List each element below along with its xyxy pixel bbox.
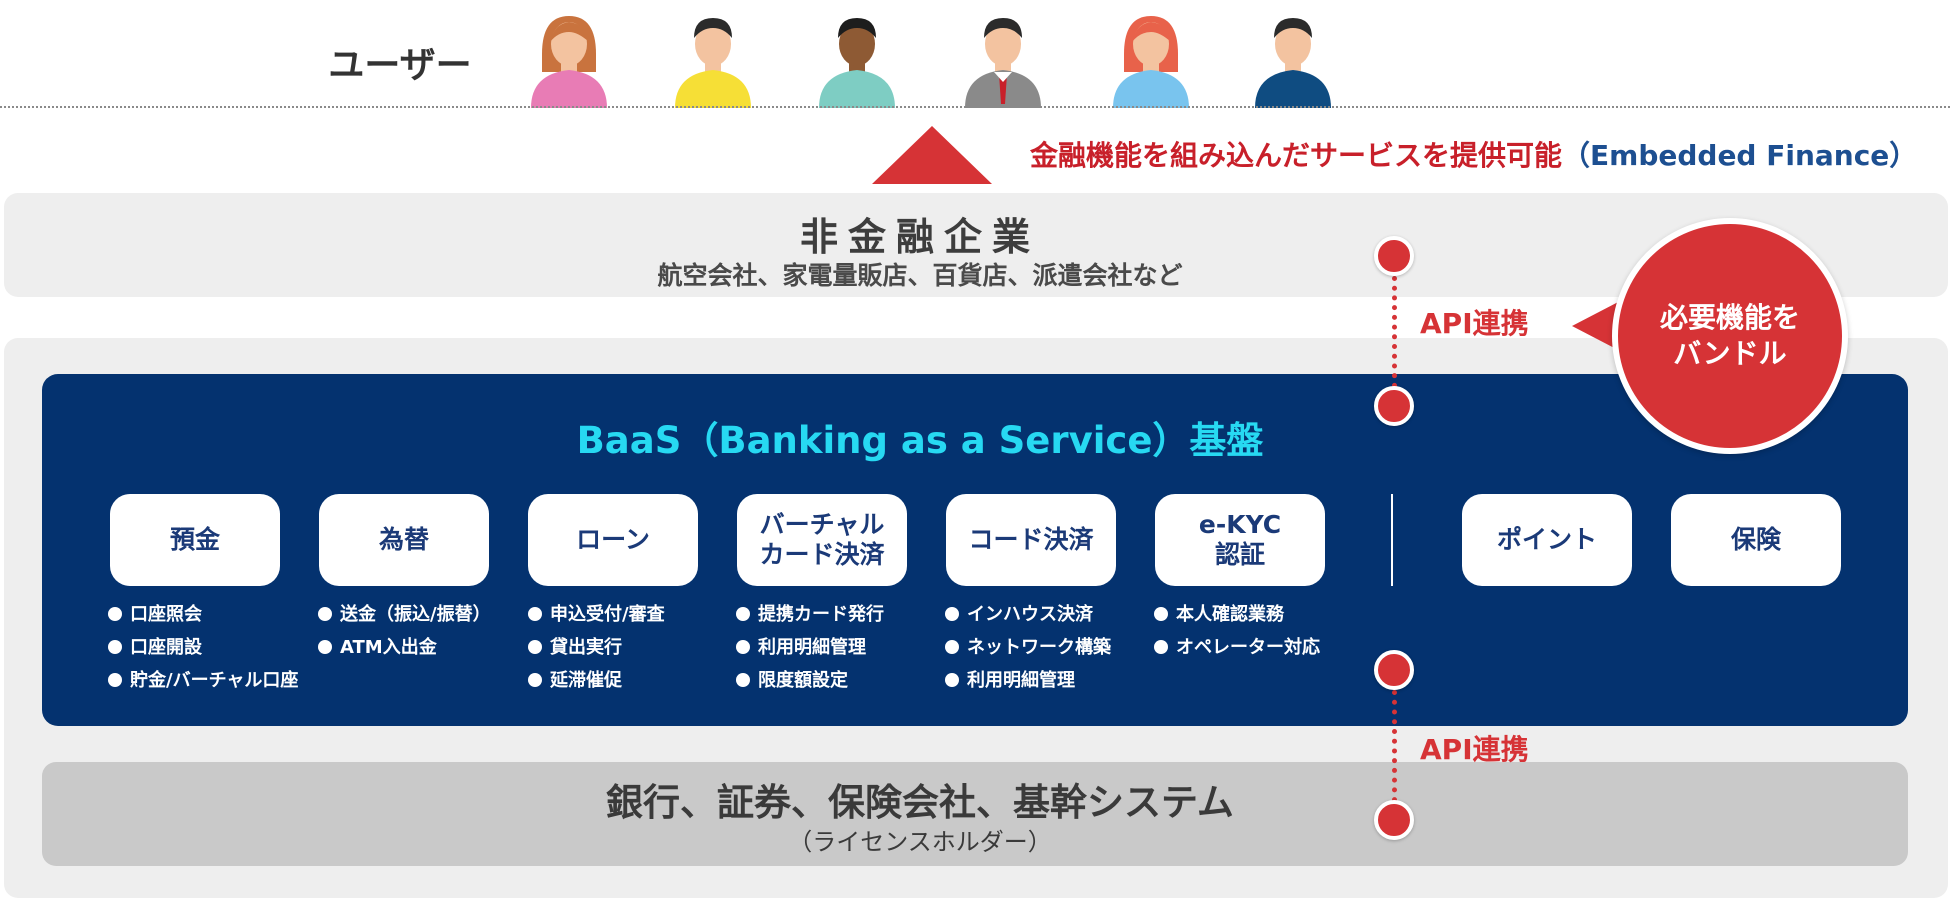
license-holder-box [42, 762, 1908, 866]
api-node-icon [1374, 650, 1414, 690]
non-financial-subtitle: 航空会社、家電量販店、百貨店、派遣会社など [657, 261, 1183, 290]
feature-item: 口座開設 [108, 631, 298, 664]
service-box-exchange: 為替 [319, 494, 489, 586]
man-navy-jacket-avatar-icon [1255, 18, 1331, 108]
service-box-deposit: 預金 [110, 494, 280, 586]
feature-item: 本人確認業務 [1154, 598, 1320, 631]
feature-item: 申込受付/審査 [528, 598, 665, 631]
feature-item: 口座照会 [108, 598, 298, 631]
api-link-dotted-line [1392, 276, 1397, 388]
bundle-speech-bubble: 必要機能を バンドル [1612, 218, 1848, 454]
api-link-label: API連携 [1420, 733, 1529, 766]
license-holder-title: 銀行、証券、保険会社、基幹システム [606, 781, 1234, 824]
non-financial-title: 非金融企業 [799, 215, 1040, 259]
feature-item: ATM入出金 [318, 631, 491, 664]
feature-item: ネットワーク構築 [945, 631, 1111, 664]
service-box-loan: ローン [528, 494, 698, 586]
service-box-points: ポイント [1462, 494, 1632, 586]
license-holder-subtitle: （ライセンスホルダー） [788, 828, 1052, 856]
tagline-jp: 金融機能を組み込んだサービスを提供可能 [1030, 139, 1563, 172]
feature-list-virtual-card: 提携カード発行 利用明細管理 限度額設定 [736, 598, 884, 697]
feature-item: 利用明細管理 [945, 664, 1111, 697]
feature-item: 利用明細管理 [736, 631, 884, 664]
feature-list-exchange: 送金（振込/振替） ATM入出金 [318, 598, 491, 664]
non-financial-box [4, 193, 1948, 297]
api-link-dotted-line [1392, 690, 1397, 812]
service-box-virtual-card: バーチャル カード決済 [737, 494, 907, 586]
api-node-icon [1374, 386, 1414, 426]
service-box-ekyc: e-KYC 認証 [1155, 494, 1325, 586]
feature-list-ekyc: 本人確認業務 オペレーター対応 [1154, 598, 1320, 664]
embedded-finance-tagline: 金融機能を組み込んだサービスを提供可能（Embedded Finance） [1030, 134, 1917, 174]
feature-item: 提携カード発行 [736, 598, 884, 631]
feature-item: インハウス決済 [945, 598, 1111, 631]
feature-list-loan: 申込受付/審査 貸出実行 延滞催促 [528, 598, 665, 697]
feature-list-deposit: 口座照会 口座開設 貯金/バーチャル口座 [108, 598, 298, 697]
users-label: ユーザー [328, 45, 472, 86]
up-arrow-icon [872, 126, 992, 184]
feature-item: 貯金/バーチャル口座 [108, 664, 298, 697]
feature-list-code-payment: インハウス決済 ネットワーク構築 利用明細管理 [945, 598, 1111, 697]
baas-title: BaaS（Banking as a Service）基盤 [576, 419, 1264, 462]
feature-item: オペレーター対応 [1154, 631, 1320, 664]
feature-item: 延滞催促 [528, 664, 665, 697]
service-divider [1391, 494, 1393, 586]
man-teal-shirt-avatar-icon [819, 18, 895, 108]
feature-item: 送金（振込/振替） [318, 598, 491, 631]
service-box-insurance: 保険 [1671, 494, 1841, 586]
api-link-label: API連携 [1420, 307, 1529, 340]
feature-item: 貸出実行 [528, 631, 665, 664]
woman-pink-jacket-avatar-icon [531, 16, 607, 108]
users-divider-dotted-line [0, 106, 1950, 108]
api-node-icon [1374, 800, 1414, 840]
man-yellow-shirt-avatar-icon [675, 18, 751, 108]
api-node-icon [1374, 236, 1414, 276]
feature-item: 限度額設定 [736, 664, 884, 697]
tagline-en: （Embedded Finance） [1562, 139, 1918, 172]
woman-blue-shirt-avatar-icon [1113, 16, 1189, 108]
man-gray-suit-avatar-icon [965, 18, 1041, 108]
service-box-code-payment: コード決済 [946, 494, 1116, 586]
